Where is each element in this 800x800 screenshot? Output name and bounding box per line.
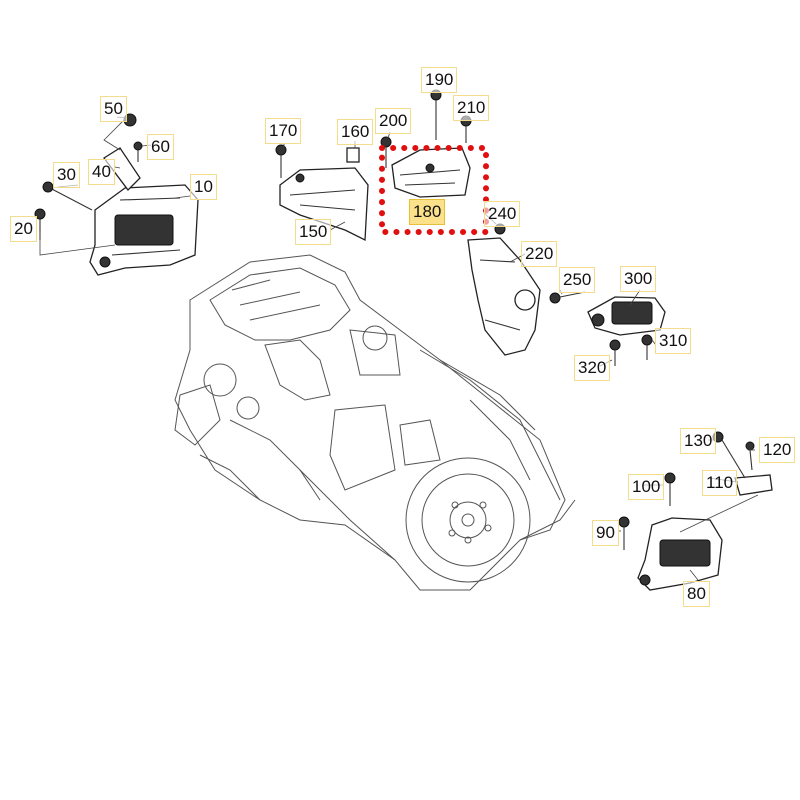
clip-160 <box>346 147 360 163</box>
engine-assembly <box>174 254 576 591</box>
bracket-110 <box>734 474 773 496</box>
callout-10[interactable]: 10 <box>190 174 217 200</box>
callout-300[interactable]: 300 <box>620 266 657 292</box>
bolt-90 <box>618 516 630 550</box>
bolt-320 <box>609 339 621 366</box>
callout-200[interactable]: 200 <box>375 108 412 134</box>
callout-30[interactable]: 30 <box>53 162 80 188</box>
callout-190[interactable]: 190 <box>421 67 458 93</box>
transmission-mount-80 <box>637 517 723 591</box>
callout-80[interactable]: 80 <box>683 581 710 607</box>
callout-180[interactable]: 180 <box>409 199 446 225</box>
bracket-40 <box>103 147 141 191</box>
bolt-170 <box>275 144 287 178</box>
bolt-250 <box>549 291 586 304</box>
callout-100[interactable]: 100 <box>628 474 665 500</box>
callout-310[interactable]: 310 <box>655 328 692 354</box>
mount-bracket-220 <box>467 237 541 356</box>
callout-210[interactable]: 210 <box>453 95 490 121</box>
mount-bracket-180 <box>391 147 471 198</box>
bolt-120 <box>745 441 755 471</box>
callout-110[interactable]: 110 <box>702 470 738 496</box>
callout-90[interactable]: 90 <box>592 520 619 546</box>
callout-50[interactable]: 50 <box>100 96 127 122</box>
engine-mount-10 <box>89 184 199 276</box>
callout-160[interactable]: 160 <box>337 119 374 145</box>
callout-120[interactable]: 120 <box>759 437 796 463</box>
callout-170[interactable]: 170 <box>265 118 302 144</box>
callout-250[interactable]: 250 <box>559 267 596 293</box>
callout-20[interactable]: 20 <box>10 216 37 242</box>
bolt-200 <box>380 136 392 168</box>
callout-60[interactable]: 60 <box>147 134 174 160</box>
callout-130[interactable]: 130 <box>680 428 717 454</box>
bracket-150 <box>279 167 369 242</box>
bolt-20 <box>34 208 46 240</box>
bolt-100 <box>664 472 676 506</box>
callout-150[interactable]: 150 <box>295 219 332 245</box>
selection-box <box>379 145 489 235</box>
callout-320[interactable]: 320 <box>574 355 611 381</box>
bolt-310 <box>641 334 653 360</box>
mount-300 <box>587 296 666 336</box>
callout-220[interactable]: 220 <box>521 241 558 267</box>
callout-40[interactable]: 40 <box>88 159 115 185</box>
bolt-190 <box>430 89 442 140</box>
callout-240[interactable]: 240 <box>484 201 521 227</box>
bolt-60 <box>133 141 143 162</box>
